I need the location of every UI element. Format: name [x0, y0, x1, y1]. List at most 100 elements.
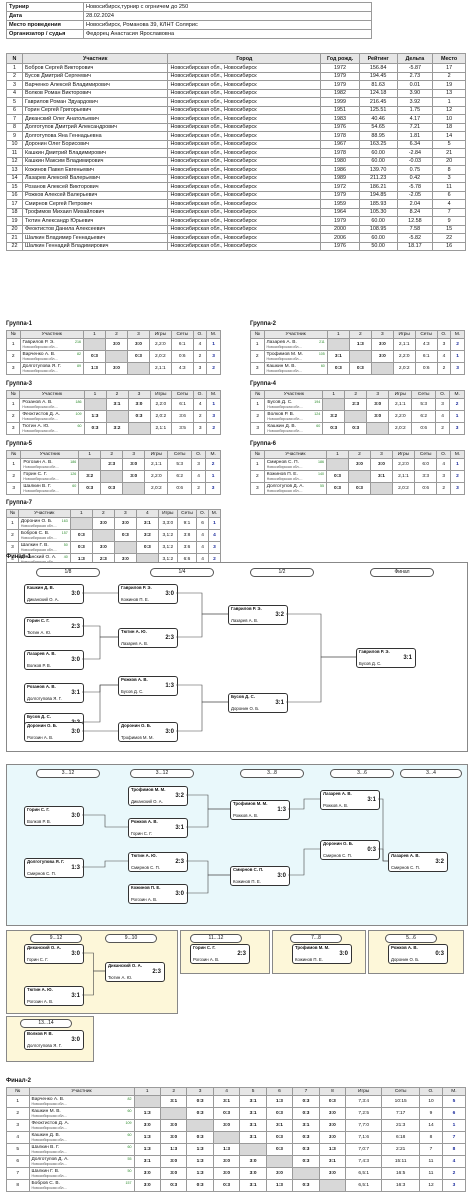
score-cell: 3:0 [133, 1167, 161, 1180]
place: 3 [205, 482, 221, 495]
place: 3 [449, 422, 465, 435]
match-score: 2:3 [152, 969, 161, 975]
score-cell: 1:3 [186, 1155, 214, 1168]
score-cell: 3:0 [212, 1167, 241, 1180]
match-score: 3:0 [71, 951, 80, 957]
sets: 21:3 [381, 1119, 421, 1132]
player-a: Лазарев А. В. [27, 651, 56, 656]
rating: 140 [317, 471, 324, 476]
rating: 55 [319, 483, 324, 488]
score-cell: 3:1 [318, 1155, 347, 1168]
player-b: Долготупова Я. Г. [27, 1043, 62, 1048]
sets: 6:18 [381, 1131, 421, 1144]
score-cell: 3:1 [265, 1119, 294, 1132]
match-score: 3:0 [165, 729, 174, 735]
score-cell [122, 482, 146, 495]
city-text: Новосибирская обл.... [31, 1126, 68, 1130]
score-cell: 3:1 [133, 1155, 161, 1168]
score-cell [83, 338, 107, 351]
match-score: 3:2 [175, 793, 184, 799]
name-text: Трофимов М. М. [266, 351, 303, 357]
score-cell [113, 541, 137, 554]
match-score: 3:1 [71, 690, 80, 696]
row-number: 3 [5, 422, 21, 435]
match-score: 3:0 [165, 591, 174, 597]
rating: 50 [127, 1169, 132, 1173]
score-cell: 3:1 [239, 1095, 267, 1108]
place: 2 [450, 470, 465, 483]
name-text: Долготупова Я. Г. [22, 363, 62, 369]
player-a: Розанов А. В. [27, 684, 56, 689]
score-cell [133, 1095, 161, 1108]
rating: 124 [314, 411, 321, 416]
player-a: Тютин А. Ю. [121, 629, 147, 634]
city-text: Новосибирская обл.... [31, 1138, 68, 1142]
city-text: Новосибирская обл.... [20, 535, 57, 540]
city-text: Новосибирская обл.... [23, 476, 60, 481]
rating: 40 [63, 554, 68, 559]
group-title: Группа-4 [250, 381, 277, 387]
column-header: Город [167, 53, 322, 64]
city-text: Новосибирская обл.... [266, 368, 303, 373]
score-cell: 3:1 [239, 1179, 267, 1192]
match-score: 3:1 [367, 797, 376, 803]
score-cell: 3:1 [212, 1095, 241, 1108]
row-number: 1 [6, 1095, 30, 1108]
match-score: 2:3 [175, 859, 184, 865]
cell: Новосибирская обл., Новосибирск [167, 241, 322, 251]
player-b: Лазарев А. В. [231, 618, 259, 623]
sets: 16:5 [381, 1167, 421, 1180]
score-cell [318, 1179, 347, 1192]
place: 2 [206, 362, 221, 375]
name-text: Варченко А. В. [22, 351, 56, 357]
match-score: 1:3 [277, 807, 286, 813]
player-a: Гаврилов Р. Э. [359, 649, 390, 654]
rating: 60 [77, 423, 82, 428]
player-a: Рожков А. В. [121, 677, 148, 682]
score-cell: 3:1 [239, 1119, 267, 1132]
row-number: 8 [6, 1179, 30, 1192]
place: 2 [205, 458, 221, 471]
name-text: Волков Р. В. [267, 411, 295, 417]
player-b: Бусов Д. С. [359, 661, 382, 666]
player-a: Доронин О. Б. [121, 723, 152, 728]
points: 3 [192, 362, 208, 375]
points: 11 [419, 1167, 443, 1180]
player-a: Тютин А. Ю. [131, 853, 157, 858]
player-b: Кожинов П. Е. [295, 957, 323, 962]
city-text: Новосибирская обл.... [267, 404, 304, 409]
match-score: 3:0 [71, 729, 80, 735]
player-b: Смирнов С. П. [391, 865, 420, 870]
player-a: Трофимов М. М. [233, 801, 268, 806]
points: 14 [419, 1119, 443, 1132]
points: 11 [419, 1155, 443, 1168]
player-a: Диканский О. А. [108, 963, 142, 968]
match-score: 0:3 [435, 951, 444, 957]
group-title: Группа-6 [250, 441, 277, 447]
score-cell: 1:3 [265, 1095, 294, 1108]
city-text: Новосибирская обл.... [23, 488, 60, 493]
city-text: Новосибирская обл.... [267, 416, 304, 421]
bracket-line [176, 613, 228, 638]
score-cell: 0:3 [292, 1179, 320, 1192]
bracket-round-header: Финал [370, 568, 434, 577]
rating: 211 [319, 339, 325, 344]
place: 7 [441, 1131, 467, 1144]
score-cell: 3:0 [239, 1167, 267, 1180]
score-cell: 3:0 [159, 1119, 188, 1132]
rating: 186 [317, 459, 324, 464]
sets: 10:15 [381, 1095, 421, 1108]
city-text: Новосибирская обл.... [20, 523, 57, 528]
